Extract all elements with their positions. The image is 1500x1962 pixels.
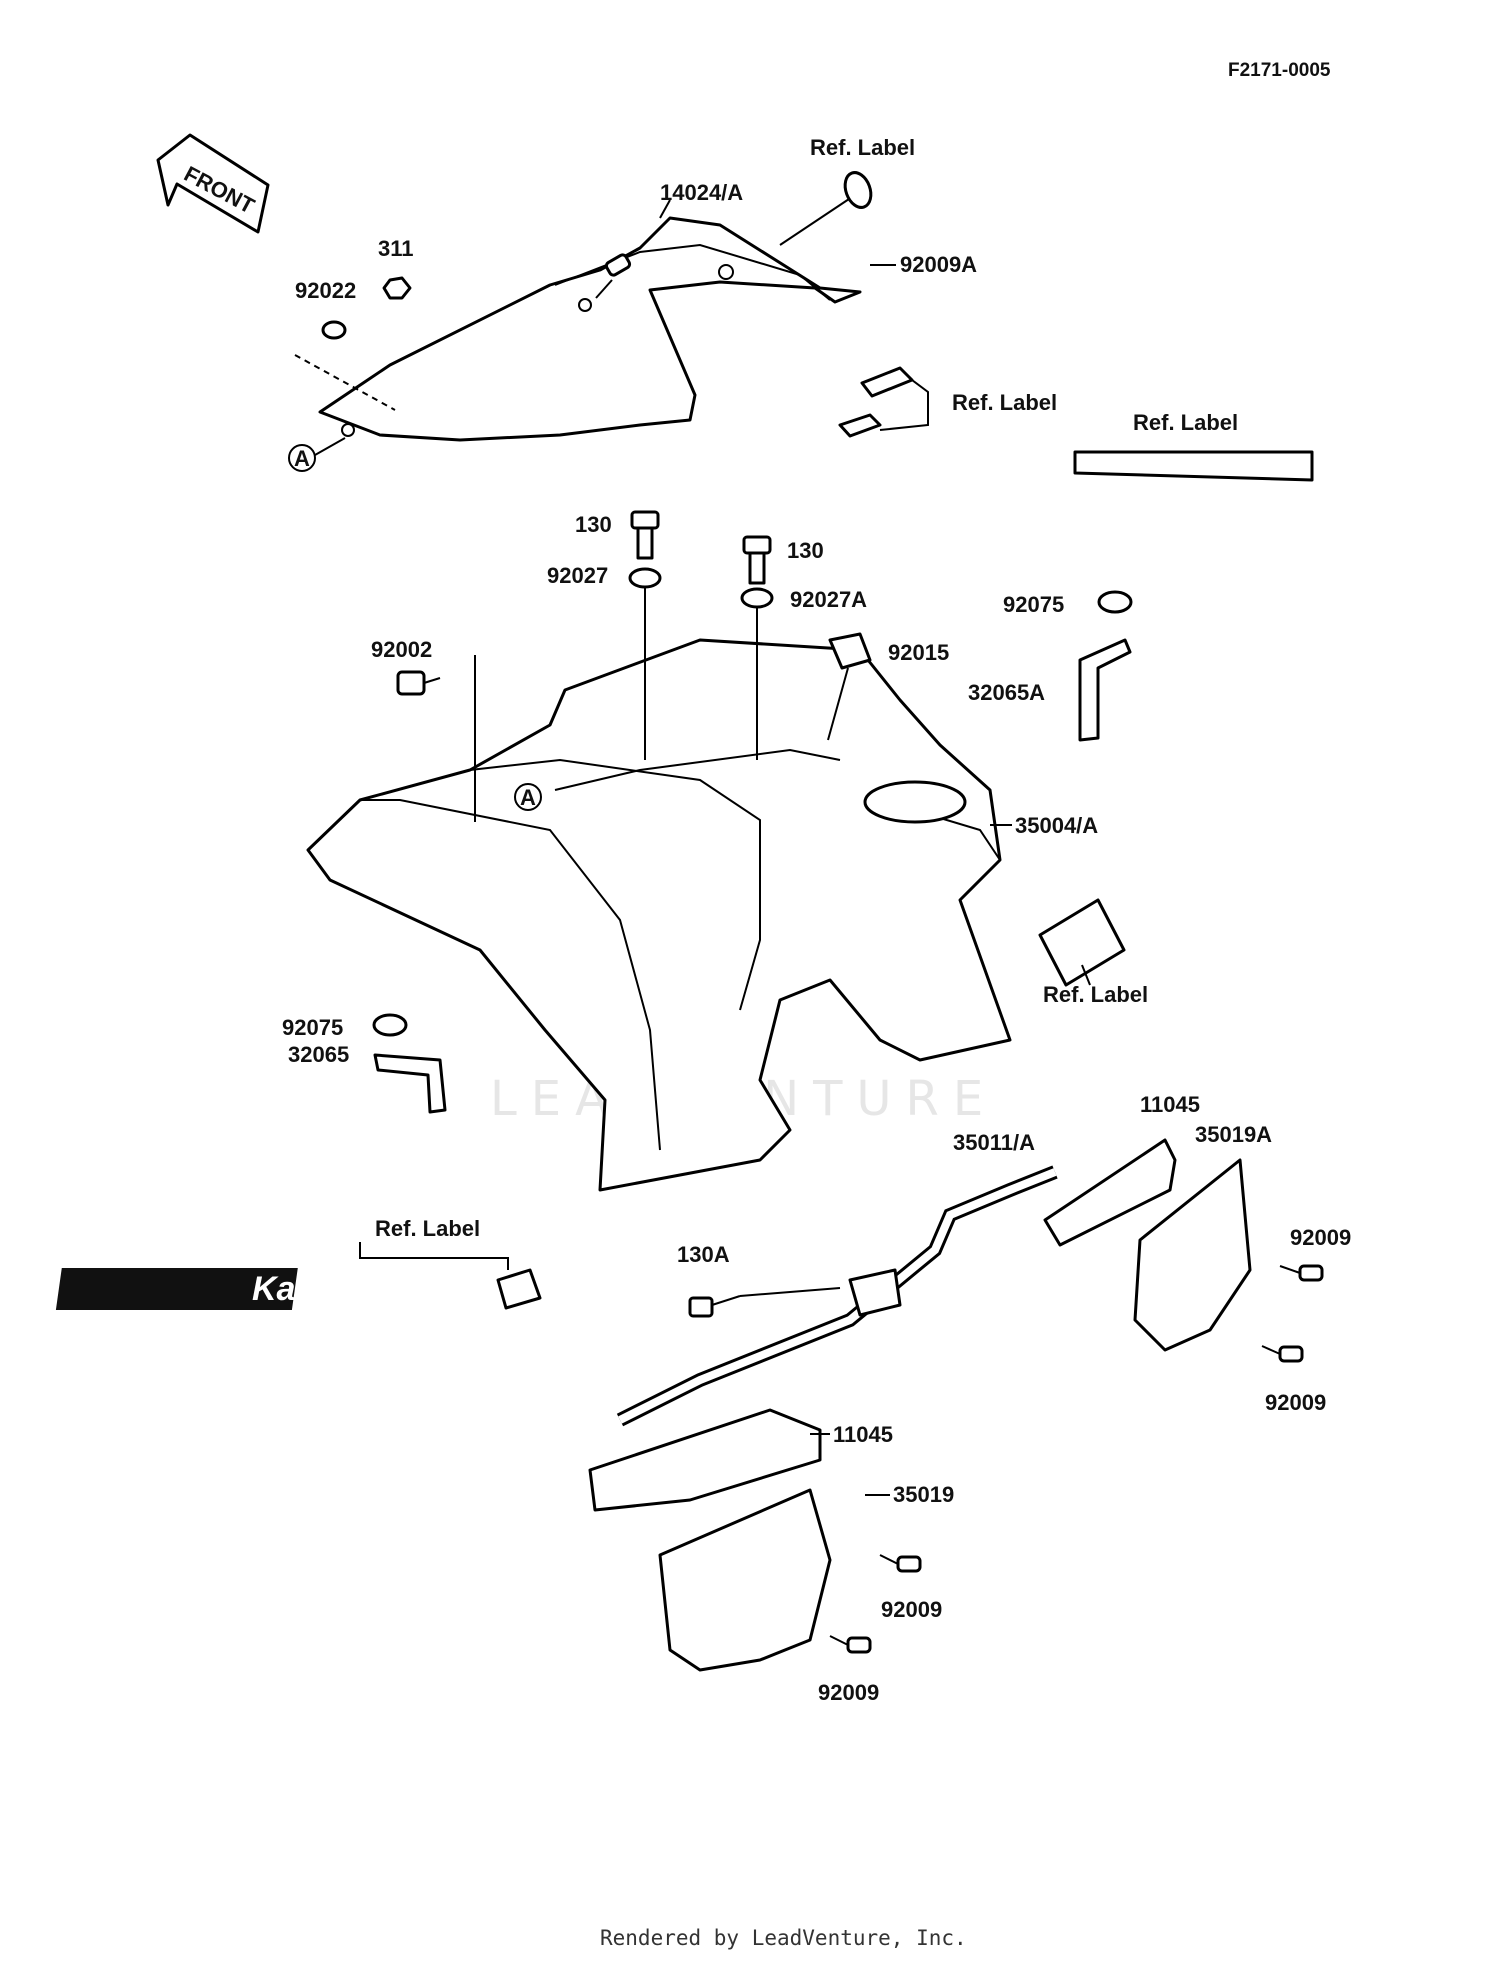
callout-92027A: 92027A <box>790 587 867 612</box>
callout-92009-b2: 92009 <box>818 1680 879 1705</box>
callout-32065A: 32065A <box>968 680 1045 705</box>
callout-35004: 35004/A <box>1015 813 1098 838</box>
callout-92009-r2: 92009 <box>1265 1390 1326 1415</box>
kawasaki-emblem-icon: Kawasaki <box>55 1268 542 1310</box>
bolt-130A-icon <box>688 1295 741 1318</box>
ref-label-washer-icon <box>843 171 873 209</box>
ref-label-long-icon <box>1073 450 1314 482</box>
callout-130-left: 130 <box>575 512 612 537</box>
callout-92009A: 92009A <box>900 252 977 277</box>
washer-92027-icon <box>628 567 662 589</box>
washer-92027A-icon <box>740 587 774 609</box>
screw-92009-r1-icon <box>1279 1264 1324 1282</box>
bracket-11045-bottom-icon <box>588 1408 822 1512</box>
callout-92009-b1: 92009 <box>881 1597 942 1622</box>
bolt-92002-icon <box>396 670 441 696</box>
front-arrow-icon: FRONT <box>156 133 270 234</box>
clip-92075-right-icon <box>1097 590 1133 614</box>
callout-ref-label-emblem: Ref. Label <box>375 1216 480 1241</box>
rear-fender-part <box>306 638 1012 1192</box>
callout-35019A: 35019A <box>1195 1122 1272 1147</box>
callout-11045-bottom: 11045 <box>833 1422 893 1447</box>
mudflap-35019A-icon <box>1133 1158 1252 1352</box>
screw-92009-r2-icon <box>1261 1345 1304 1363</box>
bracket-11045-top-icon <box>1043 1138 1177 1247</box>
clamp-icon <box>848 1268 902 1317</box>
figure-code: F2171-0005 <box>1228 60 1331 81</box>
callout-ref-label-top: Ref. Label <box>810 135 915 160</box>
marker-a1: A <box>294 446 310 471</box>
callout-35019: 35019 <box>893 1482 954 1507</box>
bolt-130-right-icon <box>742 535 772 585</box>
ref-label-fender-icon <box>1038 898 1126 987</box>
callout-ref-label-mid: Ref. Label <box>952 390 1057 415</box>
callout-92009-r1: 92009 <box>1290 1225 1351 1250</box>
marker-a2: A <box>520 785 536 810</box>
clip-92075-left-icon <box>372 1013 408 1037</box>
bracket-32065-icon <box>373 1053 447 1114</box>
screw-92009A-icon <box>595 253 632 299</box>
screw-92009-b2-icon <box>829 1635 872 1654</box>
callout-92075-left: 92075 <box>282 1015 343 1040</box>
washer-92022-icon <box>321 320 347 340</box>
callout-92027: 92027 <box>547 563 608 588</box>
nut-311-icon <box>382 276 412 300</box>
callout-32065: 32065 <box>288 1042 349 1067</box>
callout-130-right: 130 <box>787 538 824 563</box>
nut-92015-icon <box>828 632 872 670</box>
callout-311: 311 <box>378 236 414 261</box>
bar-35011-part <box>616 1165 1058 1427</box>
screw-92009-b1-icon <box>879 1554 922 1573</box>
callout-92022: 92022 <box>295 278 356 303</box>
ref-label-small-1-icon <box>860 366 914 398</box>
kawasaki-emblem-text: Kawasaki <box>252 1270 409 1308</box>
callout-92075-right: 92075 <box>1003 592 1064 617</box>
mudflap-35019-icon <box>658 1488 832 1672</box>
callout-35011: 35011/A <box>953 1130 1035 1155</box>
callout-11045-top: 11045 <box>1140 1092 1200 1117</box>
callout-ref-label-fender: Ref. Label <box>1043 982 1148 1007</box>
bracket-32065A-icon <box>1078 638 1132 742</box>
callout-92002: 92002 <box>371 637 432 662</box>
footer-credit: Rendered by LeadVenture, Inc. <box>600 1926 967 1950</box>
callout-14024: 14024/A <box>660 180 743 205</box>
callout-92015: 92015 <box>888 640 949 665</box>
callout-130A: 130A <box>677 1242 730 1267</box>
bolt-130-left-icon <box>630 510 660 560</box>
ref-label-small-2-icon <box>838 413 882 438</box>
callout-ref-label-right: Ref. Label <box>1133 410 1238 435</box>
